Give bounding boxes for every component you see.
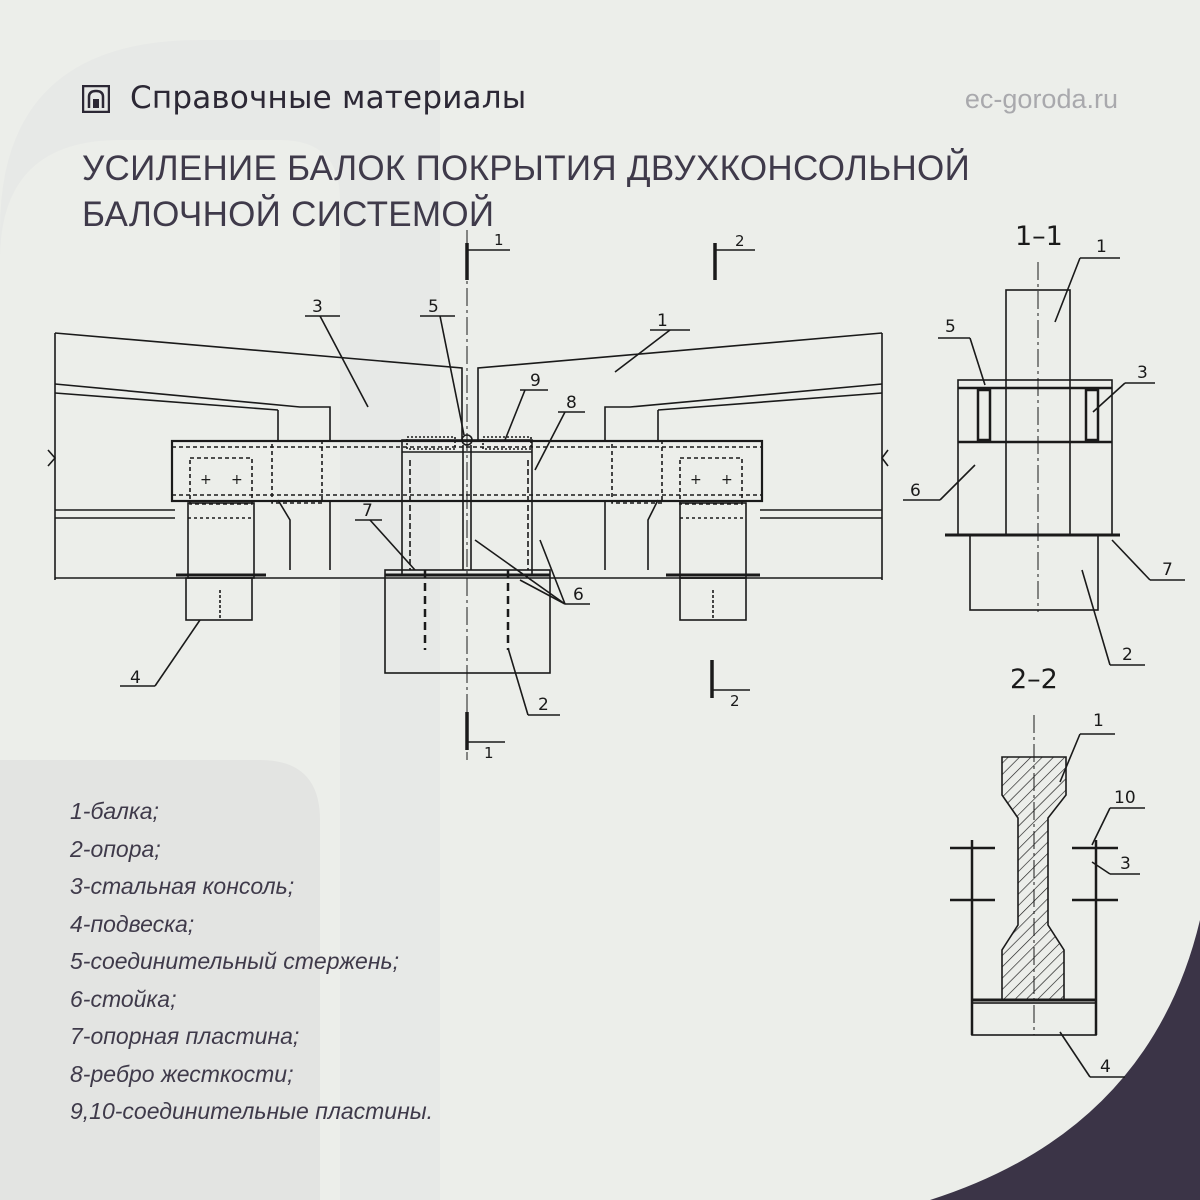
legend-item: 2-опора; xyxy=(70,835,161,862)
svg-text:6: 6 xyxy=(910,481,921,501)
section-2-2-drawing: 1 10 3 4 xyxy=(950,711,1145,1078)
svg-text:7: 7 xyxy=(362,501,373,521)
svg-text:+: + xyxy=(721,472,733,488)
svg-text:3: 3 xyxy=(1120,854,1131,874)
site-url[interactable]: ec-goroda.ru xyxy=(964,84,1118,114)
svg-text:5: 5 xyxy=(428,297,439,317)
legend-item: 3-стальная консоль; xyxy=(70,873,295,899)
svg-text:+: + xyxy=(200,472,212,488)
legend-item: 1-балка; xyxy=(70,798,159,824)
svg-text:+: + xyxy=(231,472,243,488)
logo-icon xyxy=(82,85,110,113)
section-1-1-drawing: 1 5 3 6 7 2 xyxy=(903,237,1185,666)
svg-text:+: + xyxy=(690,472,702,488)
section-1-1-label: 1–1 xyxy=(1015,221,1063,252)
svg-text:4: 4 xyxy=(1100,1057,1111,1077)
corner-accent xyxy=(930,920,1200,1200)
svg-text:1: 1 xyxy=(1093,711,1104,731)
svg-text:2: 2 xyxy=(735,232,745,250)
section-2-2-label: 2–2 xyxy=(1010,664,1058,695)
svg-text:1: 1 xyxy=(1096,237,1107,257)
svg-text:2: 2 xyxy=(538,695,549,715)
svg-text:8: 8 xyxy=(566,393,577,413)
svg-text:9: 9 xyxy=(530,371,541,391)
legend-item: 9,10-соединительные пластины. xyxy=(70,1098,434,1124)
svg-text:5: 5 xyxy=(945,317,956,337)
header-title: Справочные материалы xyxy=(130,80,527,116)
legend-item: 5-соединительный стержень; xyxy=(70,948,399,974)
svg-text:2: 2 xyxy=(1122,645,1133,665)
svg-text:2: 2 xyxy=(730,692,740,710)
main-elevation: + + + + 1 2 xyxy=(47,230,889,762)
svg-text:6: 6 xyxy=(573,585,584,605)
svg-text:1: 1 xyxy=(657,311,668,331)
svg-text:4: 4 xyxy=(130,668,141,688)
page-title: УСИЛЕНИЕ БАЛОК ПОКРЫТИЯ ДВУХКОНСОЛЬНОЙ Б… xyxy=(82,149,971,234)
svg-text:1: 1 xyxy=(484,744,494,762)
legend-item: 7-опорная пластина; xyxy=(70,1023,300,1049)
svg-text:7: 7 xyxy=(1162,560,1173,580)
svg-text:3: 3 xyxy=(312,297,323,317)
svg-text:10: 10 xyxy=(1114,788,1136,808)
legend-item: 6-стойка; xyxy=(70,985,177,1012)
legend-item: 8-ребро жесткости; xyxy=(70,1060,294,1087)
legend: 1-балка; 2-опора; 3-стальная консоль; 4-… xyxy=(70,793,433,1131)
svg-text:3: 3 xyxy=(1137,363,1148,383)
legend-item: 4-подвеска; xyxy=(70,910,195,937)
svg-text:1: 1 xyxy=(494,231,504,249)
